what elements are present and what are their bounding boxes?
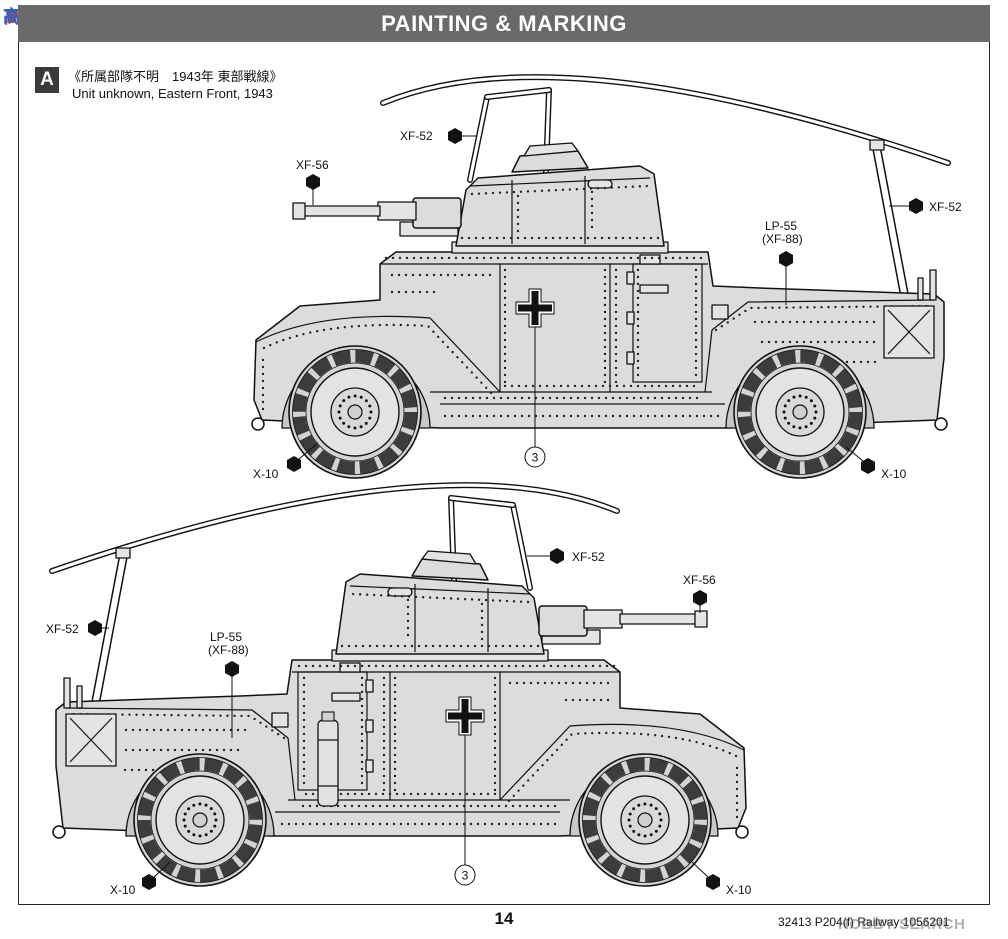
fuel-cylinder bbox=[317, 711, 339, 807]
marking-number: 3 bbox=[462, 869, 469, 883]
callout-antenna-frame: XF-52 bbox=[400, 128, 477, 144]
callout-rear-tire: X-10 bbox=[110, 861, 171, 897]
paint-code: LP-55 bbox=[765, 219, 797, 233]
vehicle-top-callouts: XF-52 XF-56 XF-52 LP-55 (XF-88) X-10 bbox=[253, 128, 962, 481]
paint-code: XF-56 bbox=[296, 158, 329, 172]
paint-code: XF-52 bbox=[572, 550, 605, 564]
paint-code: XF-52 bbox=[400, 129, 433, 143]
paint-callout-marker-icon bbox=[706, 874, 720, 890]
marking-number: 3 bbox=[532, 451, 539, 465]
callout-front-tire: X-10 bbox=[691, 861, 752, 897]
paint-code: X-10 bbox=[253, 467, 279, 481]
callout-gun: XF-56 bbox=[296, 158, 329, 205]
callout-marking-reference: 3 bbox=[524, 327, 546, 468]
paint-callout-marker-icon bbox=[909, 198, 923, 214]
vehicle-bottom-illustration bbox=[52, 485, 748, 886]
paint-code: LP-55 bbox=[210, 630, 242, 644]
paint-code-alt: (XF-88) bbox=[762, 232, 803, 246]
circled-number-icon bbox=[524, 446, 546, 468]
paint-code: X-10 bbox=[110, 883, 136, 897]
section-badge: A bbox=[35, 67, 59, 93]
paint-code: XF-52 bbox=[929, 200, 962, 214]
paint-callout-marker-icon bbox=[550, 548, 564, 564]
vehicle-bottom-callouts: XF-52 XF-56 XF-52 LP-55 (XF-88) X-10 X-1… bbox=[46, 548, 752, 897]
page-frame bbox=[18, 5, 990, 905]
paint-callout-marker-icon bbox=[142, 874, 156, 890]
paint-callout-marker-icon bbox=[779, 251, 793, 267]
paint-callout-marker-icon bbox=[287, 456, 301, 472]
callout-hull-color: LP-55 (XF-88) bbox=[762, 219, 803, 305]
callout-hull-color: LP-55 (XF-88) bbox=[208, 630, 249, 738]
section-title-japanese: 《所属部隊不明 1943年 東部戦線》 bbox=[68, 69, 283, 84]
paint-callout-marker-icon bbox=[448, 128, 462, 144]
paint-callout-marker-icon bbox=[693, 590, 707, 606]
callout-front-tire: X-10 bbox=[253, 442, 319, 481]
callout-gun: XF-56 bbox=[683, 573, 716, 613]
callout-marking-reference: 3 bbox=[454, 735, 476, 886]
paint-code: X-10 bbox=[726, 883, 752, 897]
paint-code: X-10 bbox=[881, 467, 907, 481]
paint-callout-marker-icon bbox=[88, 620, 102, 636]
paint-code: XF-56 bbox=[683, 573, 716, 587]
section-title-english: Unit unknown, Eastern Front, 1943 bbox=[72, 86, 273, 101]
header-bar: PAINTING & MARKING bbox=[18, 5, 990, 42]
paint-code-alt: (XF-88) bbox=[208, 643, 249, 657]
callout-rear-antenna: XF-52 bbox=[46, 620, 109, 636]
paint-code: XF-52 bbox=[46, 622, 79, 636]
callout-rear-tire: X-10 bbox=[845, 446, 907, 481]
paint-callout-marker-icon bbox=[225, 661, 239, 677]
paint-callout-marker-icon bbox=[861, 458, 875, 474]
paint-callout-marker-icon bbox=[306, 174, 320, 190]
watermark-site: HOBBY SEARCH bbox=[838, 916, 966, 933]
page-number: 14 bbox=[494, 909, 514, 928]
callout-antenna-frame: XF-52 bbox=[527, 548, 605, 564]
callout-rear-antenna: XF-52 bbox=[889, 198, 962, 214]
page-title: PAINTING & MARKING bbox=[381, 10, 627, 36]
circled-number-icon bbox=[454, 864, 476, 886]
product-code: 32413 P204(f) Railway 1056201 bbox=[778, 915, 950, 929]
vehicle-top-illustration bbox=[252, 77, 948, 478]
